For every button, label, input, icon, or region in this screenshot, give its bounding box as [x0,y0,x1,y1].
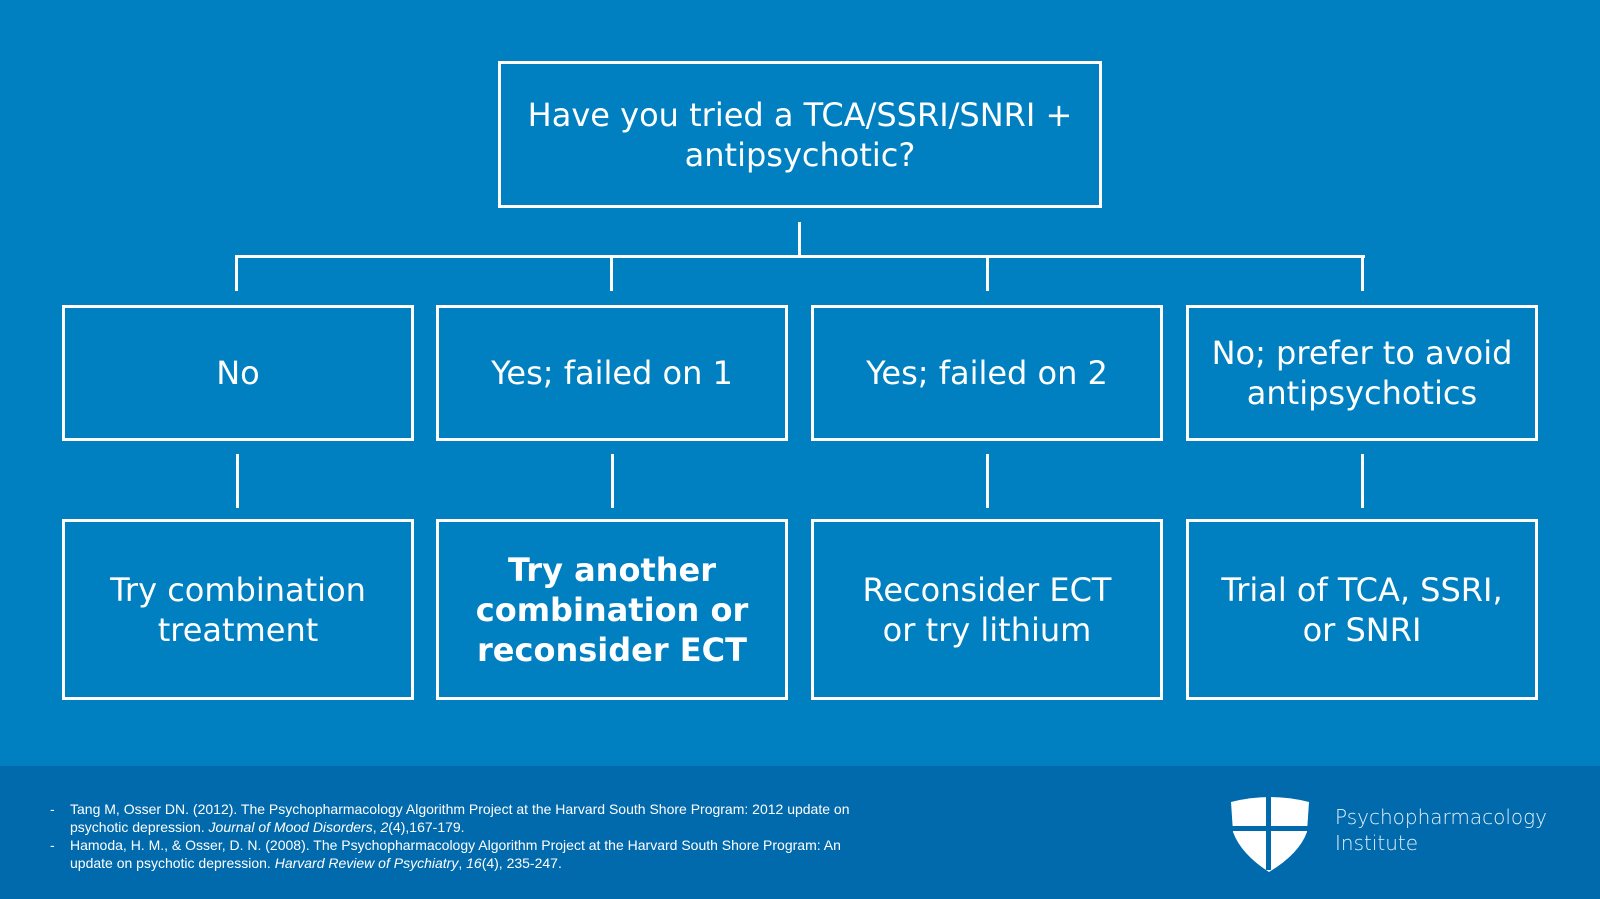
outcome-box-reconsider-ect: Reconsider ECT or try lithium [811,519,1163,700]
outcome-box-try-another-combination: Try another combination or reconsider EC… [436,519,788,700]
reference-volume: 16 [466,855,482,871]
connector-root-down [798,222,801,257]
reference-volume: 2 [380,819,389,835]
brand-logo: Psychopharmacology Institute [1229,794,1559,874]
reference-sep: , [458,855,467,871]
condition-label-line-1: No; prefer to avoid [1211,334,1513,372]
root-question-line-2: antipsychotic? [684,135,916,174]
condition-label: Yes; failed on 2 [866,354,1108,392]
connector-outcome-2 [611,454,614,508]
root-question-box: Have you tried a TCA/SSRI/SNRI + antipsy… [498,61,1102,208]
outcome-line-2: or try lithium [882,610,1092,649]
outcome-line-2: treatment [157,610,319,649]
outcome-box-trial-tca-ssri-snri: Trial of TCA, SSRI, or SNRI [1186,519,1538,700]
brand-name: Psychopharmacology Institute [1335,804,1547,856]
root-question-line-1: Have you tried a TCA/SSRI/SNRI + [527,95,1073,134]
footer: Tang M, Osser DN. (2012). The Psychophar… [0,766,1600,899]
outcome-line-3: reconsider ECT [477,630,747,669]
connector-outcome-4 [1361,454,1364,508]
reference-item: Hamoda, H. M., & Osser, D. N. (2008). Th… [50,836,870,872]
condition-label-line-2: antipsychotics [1246,374,1478,412]
outcome-line-1: Trial of TCA, SSRI, [1221,570,1503,609]
reference-sep: , [372,819,381,835]
reference-text: Tang M, Osser DN. (2012). The Psychophar… [70,801,850,835]
outcome-line-2: combination or [475,590,749,629]
connector-outcome-1 [236,454,239,508]
connector-branch-1 [235,255,238,291]
connector-outcome-3 [986,454,989,508]
brand-name-line-2: Institute [1335,831,1419,855]
reference-item: Tang M, Osser DN. (2012). The Psychophar… [50,800,870,836]
connector-branch-2 [610,255,613,291]
condition-box-yes-failed-1: Yes; failed on 1 [436,305,788,441]
connector-branch-bar [235,255,1365,258]
brand-name-line-1: Psychopharmacology [1335,805,1547,829]
condition-box-yes-failed-2: Yes; failed on 2 [811,305,1163,441]
connector-branch-3 [986,255,989,291]
flowchart-canvas: Have you tried a TCA/SSRI/SNRI + antipsy… [62,61,1538,700]
shield-cross-icon [1231,796,1309,872]
references-list: Tang M, Osser DN. (2012). The Psychophar… [50,800,870,872]
outcome-box-try-combination: Try combination treatment [62,519,414,700]
reference-journal: Harvard Review of Psychiatry [274,855,459,871]
outcome-line-1: Reconsider ECT [862,570,1112,609]
condition-box-no: No [62,305,414,441]
outcome-line-1: Try another [507,550,716,589]
condition-box-avoid-antipsychotics: No; prefer to avoid antipsychotics [1186,305,1538,441]
outcome-line-1: Try combination [110,570,366,609]
reference-journal: Journal of Mood Disorders [208,819,373,835]
reference-pages: (4), 235-247. [481,855,562,871]
outcome-line-2: or SNRI [1302,610,1422,649]
condition-label: No [216,354,260,392]
reference-text: Hamoda, H. M., & Osser, D. N. (2008). Th… [70,837,841,871]
reference-pages: (4),167-179. [388,819,465,835]
condition-label: Yes; failed on 1 [491,354,733,392]
connector-branch-4 [1361,255,1364,291]
